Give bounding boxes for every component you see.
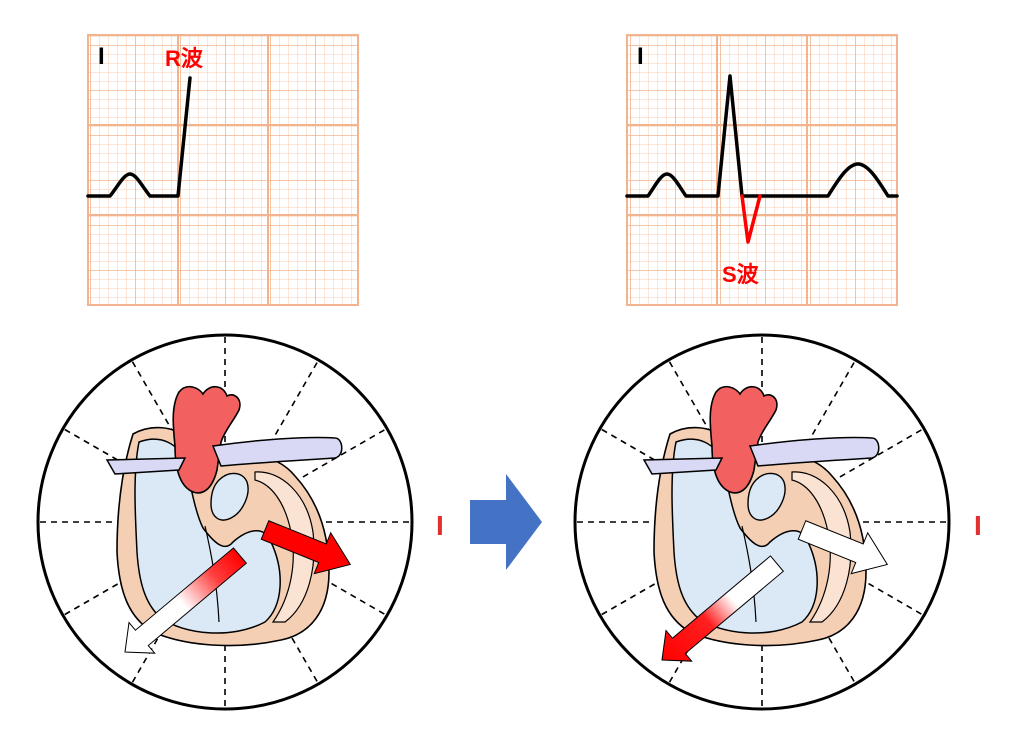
- ecg-trace-right: [625, 74, 899, 198]
- lead-label-ecg-right: I: [637, 43, 644, 70]
- ecg-grid-right: [626, 34, 898, 306]
- lead-label-ecg-left: I: [98, 43, 105, 70]
- vector-arrow-icon: [260, 520, 352, 575]
- lead-label-wheel-left: I: [436, 510, 444, 541]
- s-wave-segment: [740, 194, 762, 244]
- vector-arrow-icon: [797, 520, 889, 575]
- lead-label-wheel-right: I: [974, 510, 982, 541]
- axis-wheel-right: [573, 333, 951, 711]
- right-arrow-icon: [470, 474, 542, 570]
- s-wave-label: S波: [722, 262, 760, 287]
- ecg-trace-left: [86, 76, 192, 198]
- vector-arrow-icon: [661, 555, 785, 662]
- r-wave-label: R波: [165, 46, 204, 71]
- ecg-grid-left: [87, 34, 359, 306]
- vector-arrow-icon: [124, 547, 248, 654]
- axis-wheel-left: [36, 333, 414, 711]
